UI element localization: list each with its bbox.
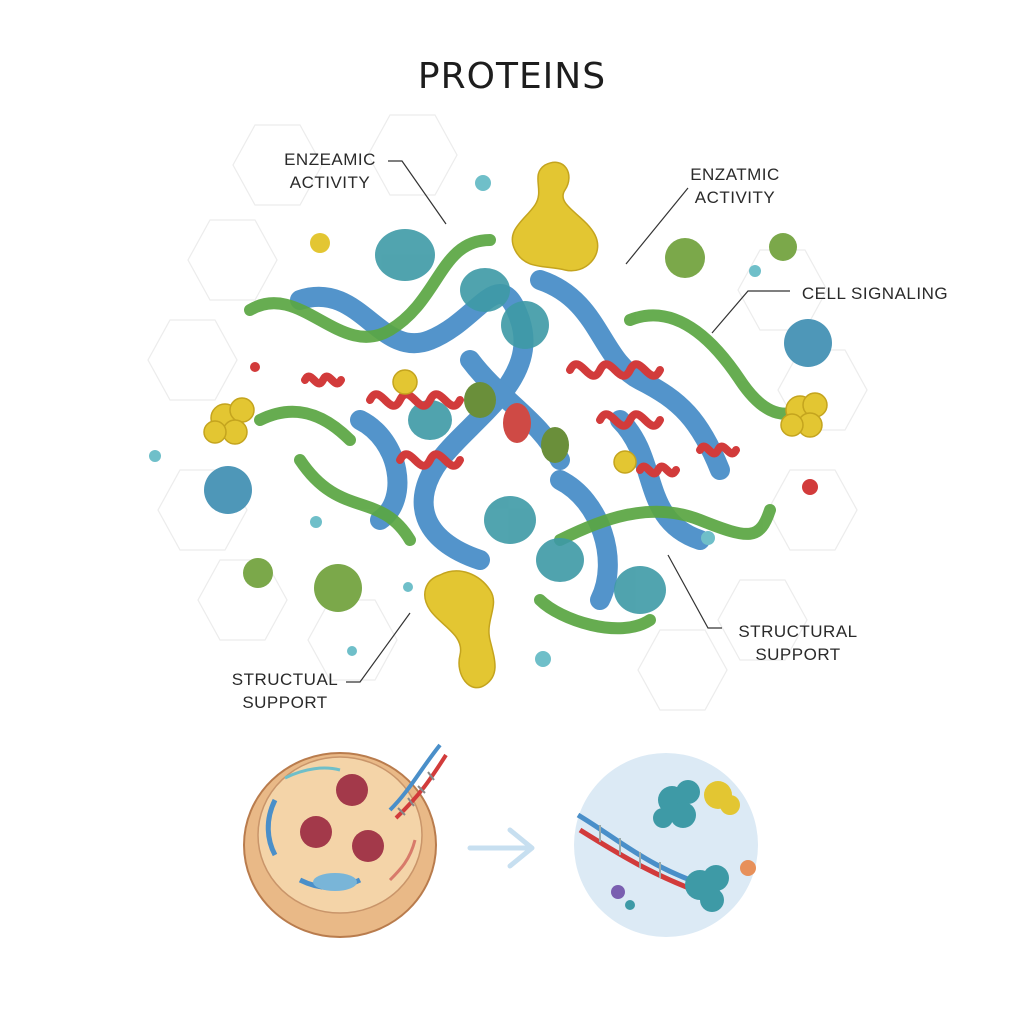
label-enzatmic-activity: ENZATMIC ACTIVITY bbox=[690, 165, 780, 207]
red-helices bbox=[301, 360, 740, 478]
label-structual-support: STRUCTUAL SUPPORT bbox=[231, 670, 339, 712]
teal-globules bbox=[375, 229, 666, 614]
callout-lines bbox=[346, 160, 790, 683]
page-title: PROTEINS bbox=[417, 56, 607, 97]
green-globule bbox=[464, 382, 496, 418]
label-cell-signaling: CELL SIGNALING bbox=[801, 284, 949, 303]
red-globule bbox=[503, 403, 531, 443]
label-enzeamic-activity: ENZEAMIC ACTIVITY bbox=[284, 150, 376, 192]
label-structural-support: STRUCTURAL SUPPORT bbox=[738, 622, 858, 664]
arrow-icon bbox=[467, 827, 535, 869]
hexagon-grid bbox=[147, 114, 868, 711]
magnified-view bbox=[574, 753, 758, 937]
green-globule bbox=[541, 427, 569, 463]
yellow-molecules bbox=[203, 161, 828, 689]
dna-strand-icon bbox=[388, 743, 448, 820]
green-ribbons bbox=[244, 234, 806, 635]
floating-spheres bbox=[149, 175, 832, 667]
cell-illustration bbox=[243, 752, 437, 938]
